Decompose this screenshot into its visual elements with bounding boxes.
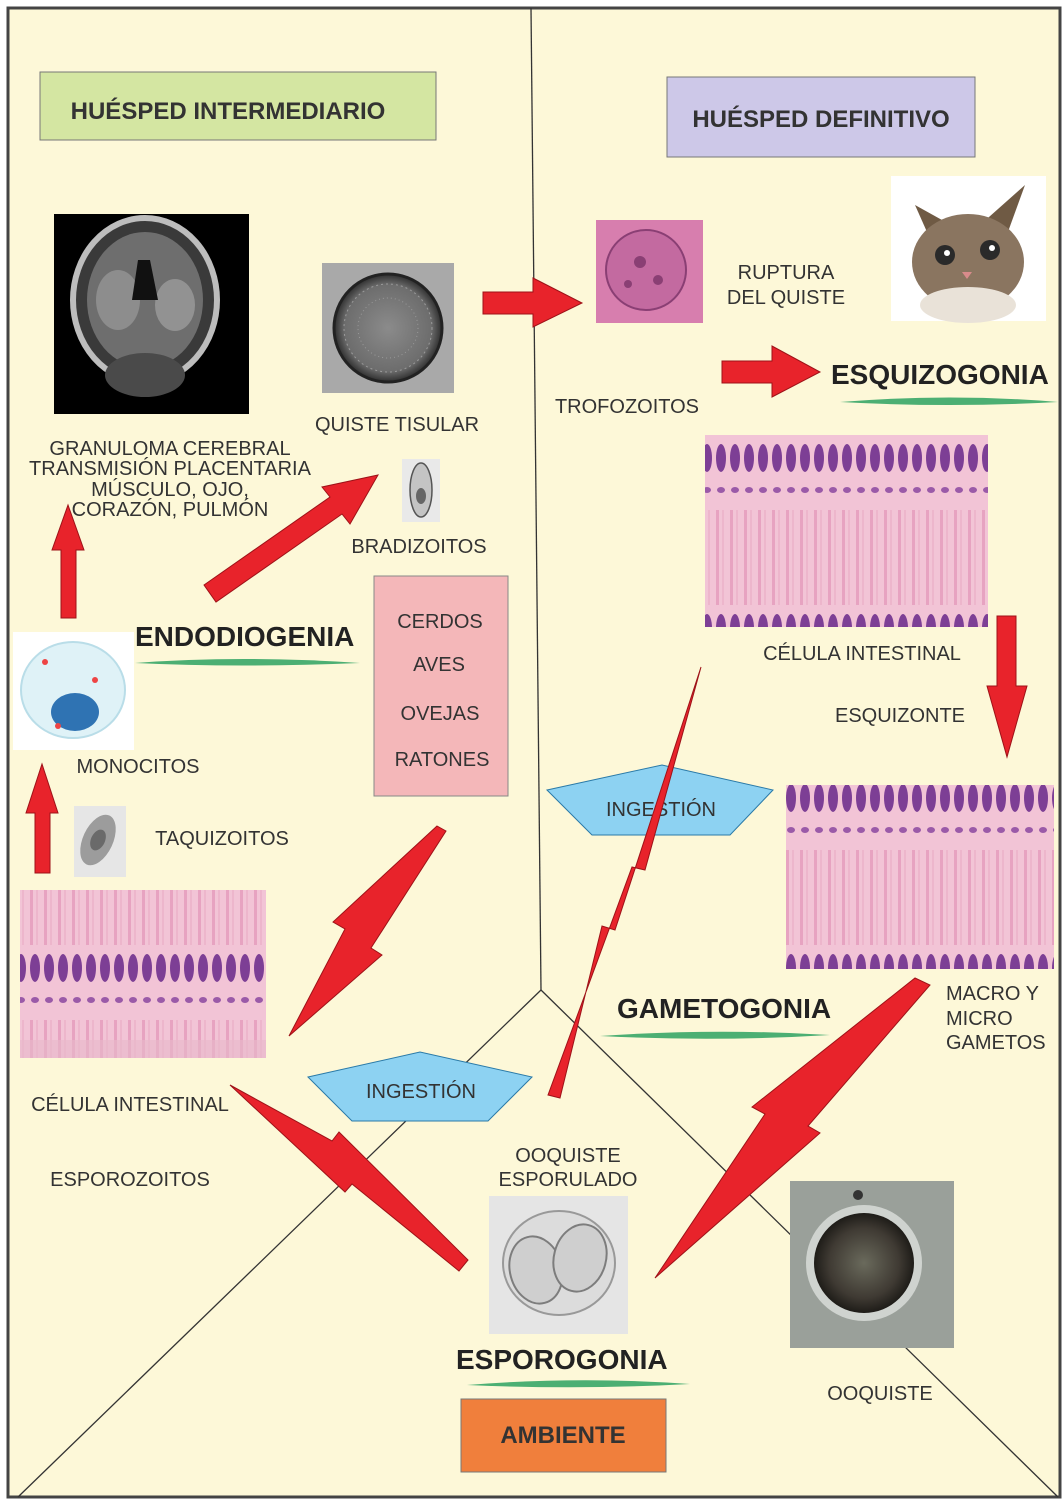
- label-granuloma-line4: CORAZÓN, PULMÓN: [72, 498, 269, 521]
- definitive-host-title: HUÉSPED DEFINITIVO: [692, 105, 949, 133]
- label-taquizoitos: TAQUIZOITOS: [155, 828, 289, 850]
- label-celula-intestinal-left: CÉLULA INTESTINAL: [31, 1093, 229, 1116]
- label-esquizonte: ESQUIZONTE: [835, 705, 965, 727]
- label-ruptura-line2: DEL QUISTE: [727, 287, 845, 309]
- phase-esporogonia: ESPOROGONIA: [456, 1344, 668, 1375]
- environment-title: AMBIENTE: [500, 1422, 625, 1449]
- label-quiste-tisular: QUISTE TISULAR: [315, 414, 479, 436]
- label-granuloma-line2: TRANSMISIÓN PLACENTARIA: [29, 457, 312, 480]
- label-ooquiste: OOQUISTE: [827, 1383, 933, 1405]
- label-gametos-line2: MICRO: [946, 1008, 1013, 1030]
- label-bradizoitos: BRADIZOITOS: [351, 536, 486, 558]
- cyst-rupture-image: [596, 220, 703, 323]
- schizont-cell-image: [786, 785, 1054, 969]
- label-ooquiste-esporulado-line1: OOQUISTE: [515, 1145, 621, 1167]
- cat-image: [891, 176, 1046, 323]
- label-monocitos: MONOCITOS: [77, 756, 200, 778]
- sporulated-oocyst-image: [489, 1196, 628, 1334]
- label-ruptura-line1: RUPTURA: [738, 262, 835, 284]
- label-granuloma-line1: GRANULOMA CEREBRAL: [49, 438, 290, 460]
- tissue-cyst-image: [322, 263, 454, 393]
- phase-gametogonia: GAMETOGONIA: [617, 993, 831, 1024]
- host-ratones: RATONES: [395, 749, 490, 771]
- tachyzoite-image: [73, 806, 126, 877]
- host-cerdos: CERDOS: [397, 611, 483, 633]
- monocyte-image: [13, 632, 134, 750]
- label-trofozoitos: TROFOZOITOS: [555, 396, 699, 418]
- label-esporozoitos: ESPOROZOITOS: [50, 1169, 210, 1191]
- intermediate-host-title: HUÉSPED INTERMEDIARIO: [71, 97, 386, 125]
- host-ovejas: OVEJAS: [401, 703, 480, 725]
- bradyzoite-image: [402, 459, 440, 522]
- label-celula-intestinal-right: CÉLULA INTESTINAL: [763, 642, 961, 665]
- label-granuloma-line3: MÚSCULO, OJO,: [91, 478, 249, 501]
- oocyst-image: [790, 1181, 954, 1348]
- brain-mri-image: [54, 214, 249, 414]
- label-gametos-line3: GAMETOS: [946, 1032, 1046, 1054]
- intestinal-cell-left-image: [20, 890, 266, 1058]
- label-ooquiste-esporulado-line2: ESPORULADO: [499, 1169, 638, 1191]
- host-aves: AVES: [413, 654, 465, 676]
- phase-esquizogonia: ESQUIZOGONIA: [831, 359, 1049, 390]
- label-gametos-line1: MACRO Y: [946, 983, 1039, 1005]
- intestinal-cell-right-top-image: [705, 435, 988, 627]
- ingestion-left-label: INGESTIÓN: [366, 1080, 476, 1103]
- phase-endodiogenia: ENDODIOGENIA: [135, 621, 354, 652]
